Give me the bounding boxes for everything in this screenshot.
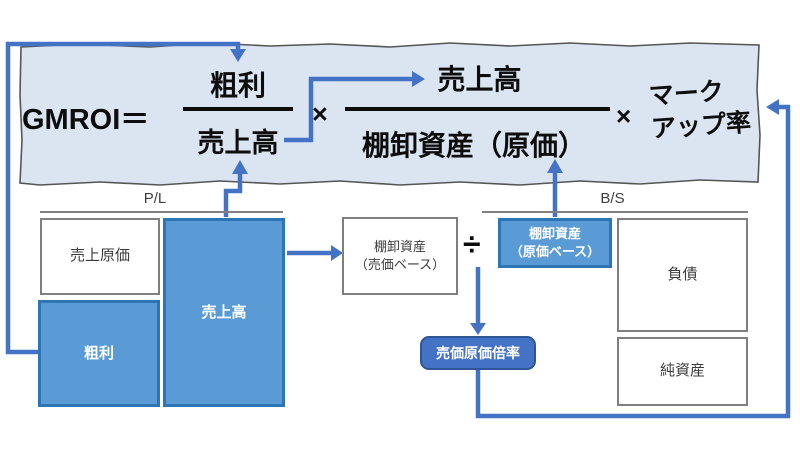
inventory-retail-line1: 棚卸資産 [373,239,426,255]
gross-profit-box: 粗利 [38,300,160,407]
net-assets-label: 純資産 [659,362,705,380]
multiply-sign-1: × [312,99,328,129]
arrow-head-left-icon [766,99,779,115]
arrow-head-up-icon [547,159,563,173]
inventory-retail-box: 棚卸資産 （売価ベース） [342,217,458,295]
arrow-head-down-icon [230,49,246,62]
fraction2-denominator: 棚卸資産（原価） [361,130,586,161]
arrow-head-down-icon [470,323,486,335]
formula-lhs: GMROI＝ [22,104,150,136]
fraction2-numerator: 売上高 [437,64,522,95]
divide-sign: ÷ [463,226,481,262]
fraction1-numerator: 粗利 [209,70,266,101]
inventory-cost-line1: 棚卸資産 [528,226,581,242]
net-assets-box: 純資産 [617,337,748,406]
bs-underline [482,211,748,213]
retail-cost-ratio-label: 売価原価倍率 [436,345,520,361]
gross-profit-label: 粗利 [83,345,114,362]
cost-of-sales-box: 売上原価 [40,218,160,295]
arrow-sales-to-inventory-retail [287,245,343,261]
inventory-cost-line2: （原価ベース） [509,244,601,259]
liabilities-label: 負債 [667,265,698,283]
fraction1-denominator: 売上高 [197,128,279,158]
fraction2-bar [345,107,610,111]
sales-label: 売上高 [201,304,247,321]
arrow-sales-denominator-to-second-numerator [284,71,425,143]
inventory-cost-box: 棚卸資産 （原価ベース） [498,218,612,268]
arrow-gross-profit-to-formula [5,41,246,355]
banner-paper-shape [19,42,761,186]
sales-box: 売上高 [163,218,285,407]
markup-line2: アップ率 [650,108,752,143]
arrow-ratio-to-markup [475,99,791,419]
arrow-divide-to-ratio [470,267,486,335]
pl-section-label: P/L [143,190,167,207]
arrow-sales-box-to-formula-denominator [223,160,248,217]
arrow-head-right-icon [412,71,425,87]
arrow-head-right-icon [331,245,343,261]
retail-cost-ratio-box: 売価原価倍率 [420,336,536,370]
bs-section-label: B/S [600,190,625,207]
pl-underline [40,211,283,213]
arrow-head-up-icon [232,160,248,174]
inventory-retail-line2: （売価ベース） [354,257,446,272]
markup-rate-label: マーク アップ率 [648,74,752,146]
fraction1-bar [183,107,293,111]
liabilities-box: 負債 [617,218,748,332]
multiply-sign-2: × [616,101,632,131]
cost-of-sales-label: 売上原価 [69,247,130,265]
arrow-inventory-cost-box-to-formula [547,159,563,217]
